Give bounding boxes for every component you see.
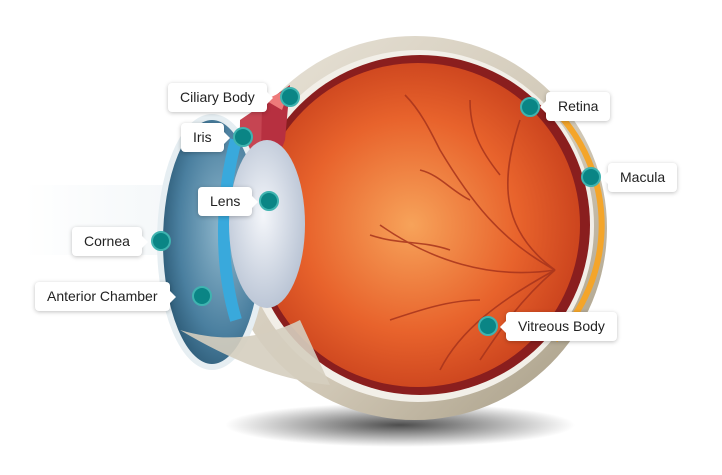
iris-shape xyxy=(218,138,242,322)
eye-shadow xyxy=(225,403,575,447)
hotspot-ciliary-body[interactable] xyxy=(280,87,300,107)
label-ciliary-body: Ciliary Body xyxy=(168,83,273,112)
hotspot-retina[interactable] xyxy=(520,97,540,117)
vitreous-globe xyxy=(256,63,580,387)
lens-shape xyxy=(229,140,305,308)
label-lens: Lens xyxy=(198,187,259,216)
blood-vessels xyxy=(369,94,556,371)
hotspot-macula[interactable] xyxy=(581,167,601,187)
hotspot-anterior-chamber[interactable] xyxy=(192,286,212,306)
hotspot-cornea[interactable] xyxy=(151,231,171,251)
hotspot-iris[interactable] xyxy=(233,127,253,147)
label-macula: Macula xyxy=(601,163,678,192)
hotspot-vitreous-body[interactable] xyxy=(478,316,498,336)
label-cornea: Cornea xyxy=(72,227,148,256)
label-anterior-chamber: Anterior Chamber xyxy=(35,282,175,311)
label-iris: Iris xyxy=(181,123,230,152)
label-retina: Retina xyxy=(539,92,611,121)
hotspot-lens[interactable] xyxy=(259,191,279,211)
label-vitreous-body: Vitreous Body xyxy=(500,312,617,341)
